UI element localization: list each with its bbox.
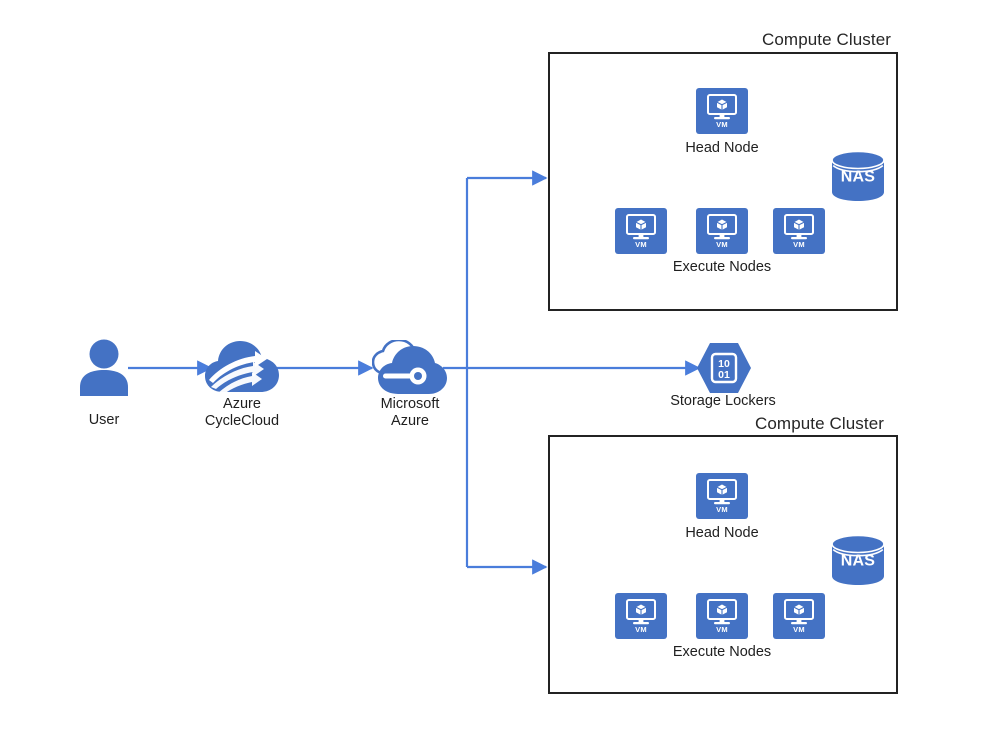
head-node-vm-icon-top: VM — [696, 88, 748, 134]
user-icon — [76, 338, 132, 396]
locker-glyph-bottom: 01 — [718, 369, 730, 381]
storage-lockers-label: Storage Lockers — [670, 393, 776, 409]
vm-tag-label: VM — [635, 239, 647, 249]
cluster-title-top: Compute Cluster — [762, 30, 892, 49]
execute-node-vm-icon-bottom-1: VM — [615, 593, 667, 639]
execute-node-vm-icon-top-2: VM — [696, 208, 748, 254]
azure-cyclecloud-cloud-icon — [205, 340, 281, 396]
locker-glyph-top: 10 — [718, 358, 730, 370]
user-label: User — [88, 412, 120, 428]
execute-node-vm-icon-bottom-2: VM — [696, 593, 748, 639]
nas-cylinder-icon-top: NAS — [830, 150, 886, 202]
vm-tag-label: VM — [793, 624, 805, 634]
vm-tag-label: VM — [716, 119, 728, 129]
head-node-vm-icon-bottom: VM — [696, 473, 748, 519]
nas-cylinder-icon-bottom: NAS — [830, 534, 886, 586]
azure-label-line1: Microsoft — [380, 396, 440, 412]
cyclecloud-label-line1: Azure — [223, 396, 261, 412]
cyclecloud-label-line2: CycleCloud — [204, 413, 280, 429]
compute-cluster-box-bottom — [548, 435, 898, 694]
execute-nodes-label-top: Execute Nodes — [672, 259, 772, 275]
execute-node-vm-icon-top-1: VM — [615, 208, 667, 254]
storage-locker-hexagon-icon: 10 01 — [696, 342, 752, 394]
execute-nodes-label-bottom: Execute Nodes — [672, 644, 772, 660]
head-node-label-bottom: Head Node — [685, 525, 759, 541]
vm-tag-label: VM — [716, 624, 728, 634]
vm-tag-label: VM — [716, 239, 728, 249]
vm-tag-label: VM — [635, 624, 647, 634]
cluster-title-bottom: Compute Cluster — [755, 414, 885, 433]
execute-node-vm-icon-top-3: VM — [773, 208, 825, 254]
head-node-label-top: Head Node — [685, 140, 759, 156]
execute-node-vm-icon-bottom-3: VM — [773, 593, 825, 639]
compute-cluster-box-top — [548, 52, 898, 311]
vm-tag-label: VM — [716, 504, 728, 514]
vm-tag-label: VM — [793, 239, 805, 249]
microsoft-azure-cloud-icon — [371, 338, 448, 396]
azure-label-line2: Azure — [391, 413, 429, 429]
